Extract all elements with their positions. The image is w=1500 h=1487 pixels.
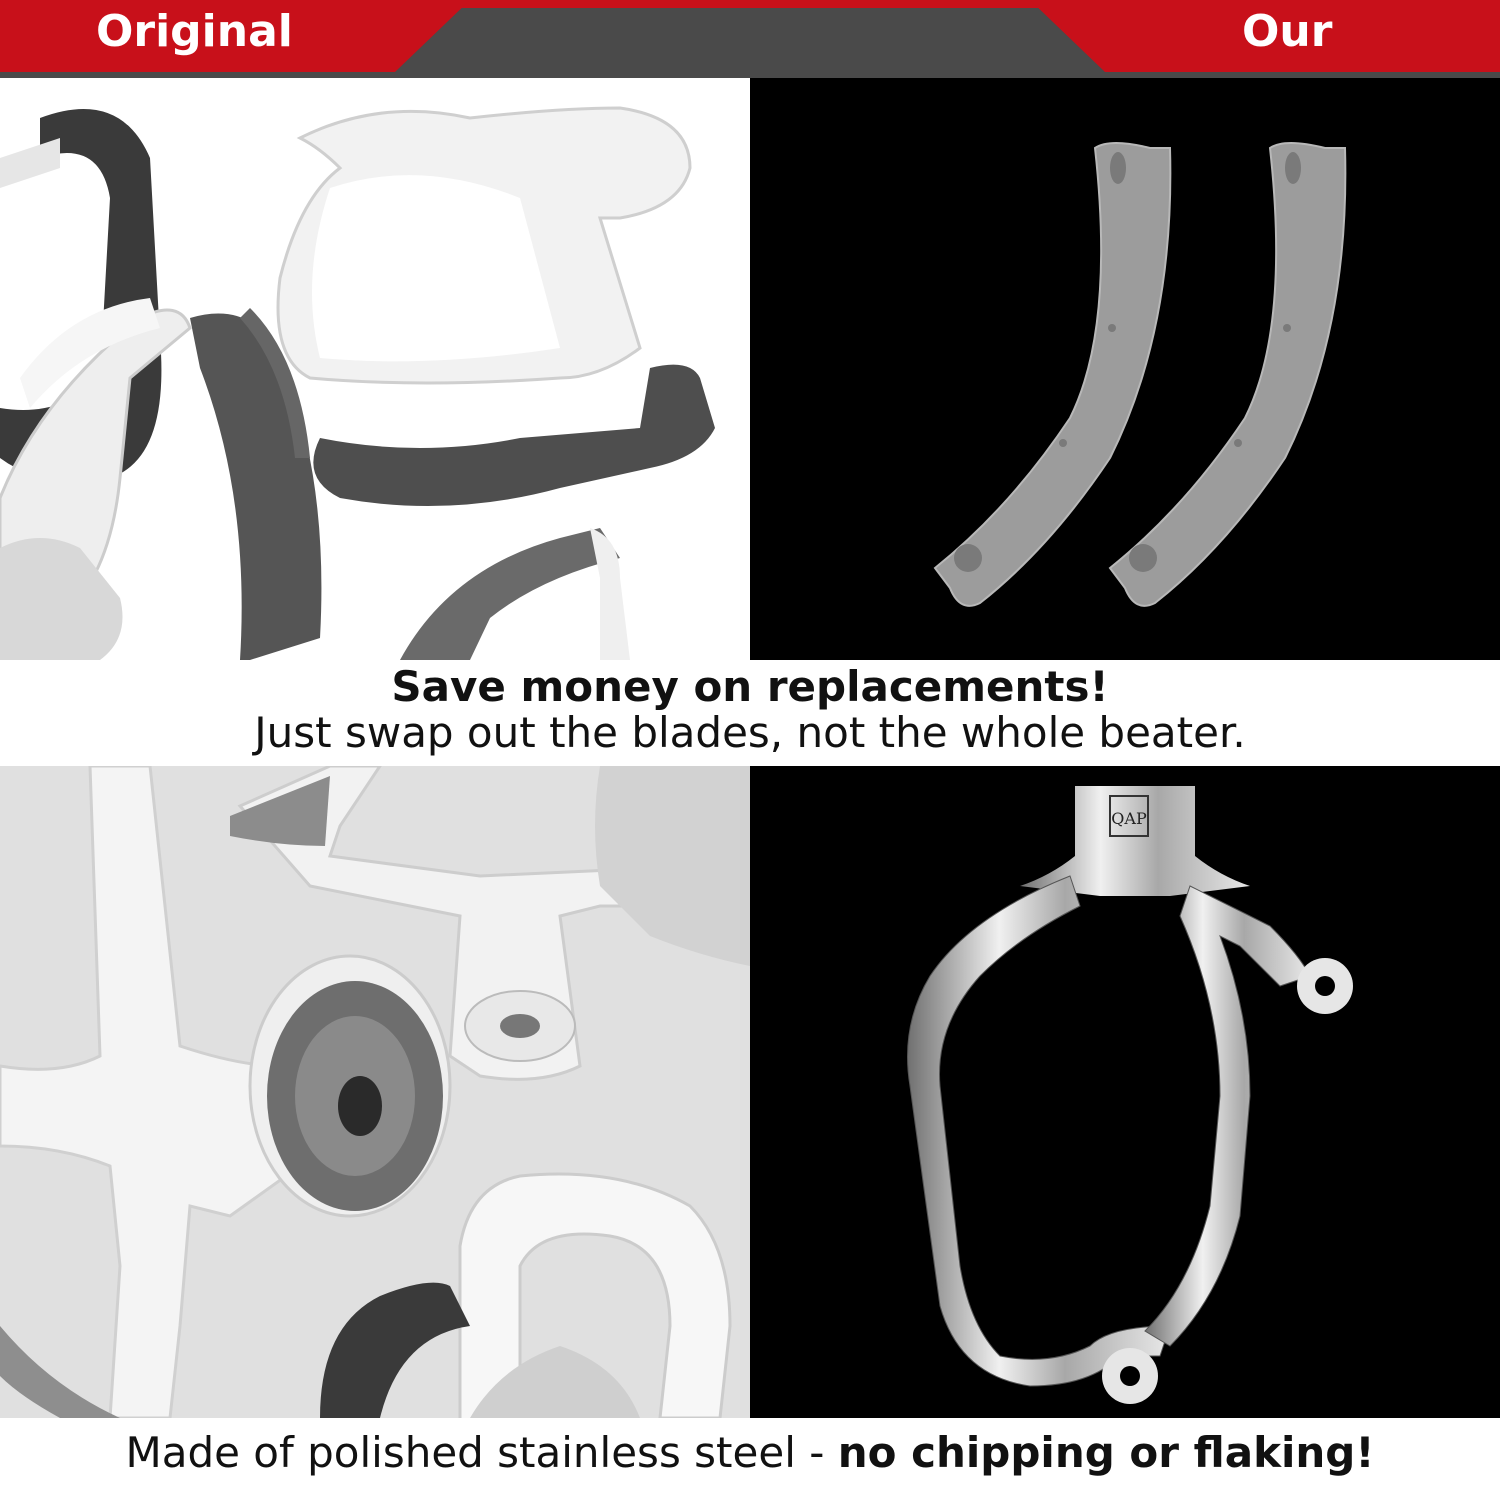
material-caption-normal: Made of polished stainless steel - [125, 1428, 838, 1477]
qap-logo: QAP [1111, 809, 1147, 828]
stainless-steel-beater-photo: QAP [750, 766, 1500, 1418]
material-caption: Made of polished stainless steel - no ch… [0, 1428, 1500, 1477]
our-label: Our [1242, 6, 1333, 57]
header-banner-shape [0, 0, 1500, 72]
original-label: Original [96, 6, 293, 57]
chipped-coated-beater-photo [0, 766, 750, 1418]
material-caption-bold: no chipping or flaking! [837, 1428, 1375, 1477]
savings-headline: Save money on replacements! [391, 662, 1109, 711]
replacement-silicone-blades-photo [750, 78, 1500, 660]
savings-subtitle: Just swap out the blades, not the whole … [254, 708, 1246, 757]
worn-beater-blades-photo [0, 78, 750, 660]
comparison-header: Original Our [0, 0, 1500, 78]
